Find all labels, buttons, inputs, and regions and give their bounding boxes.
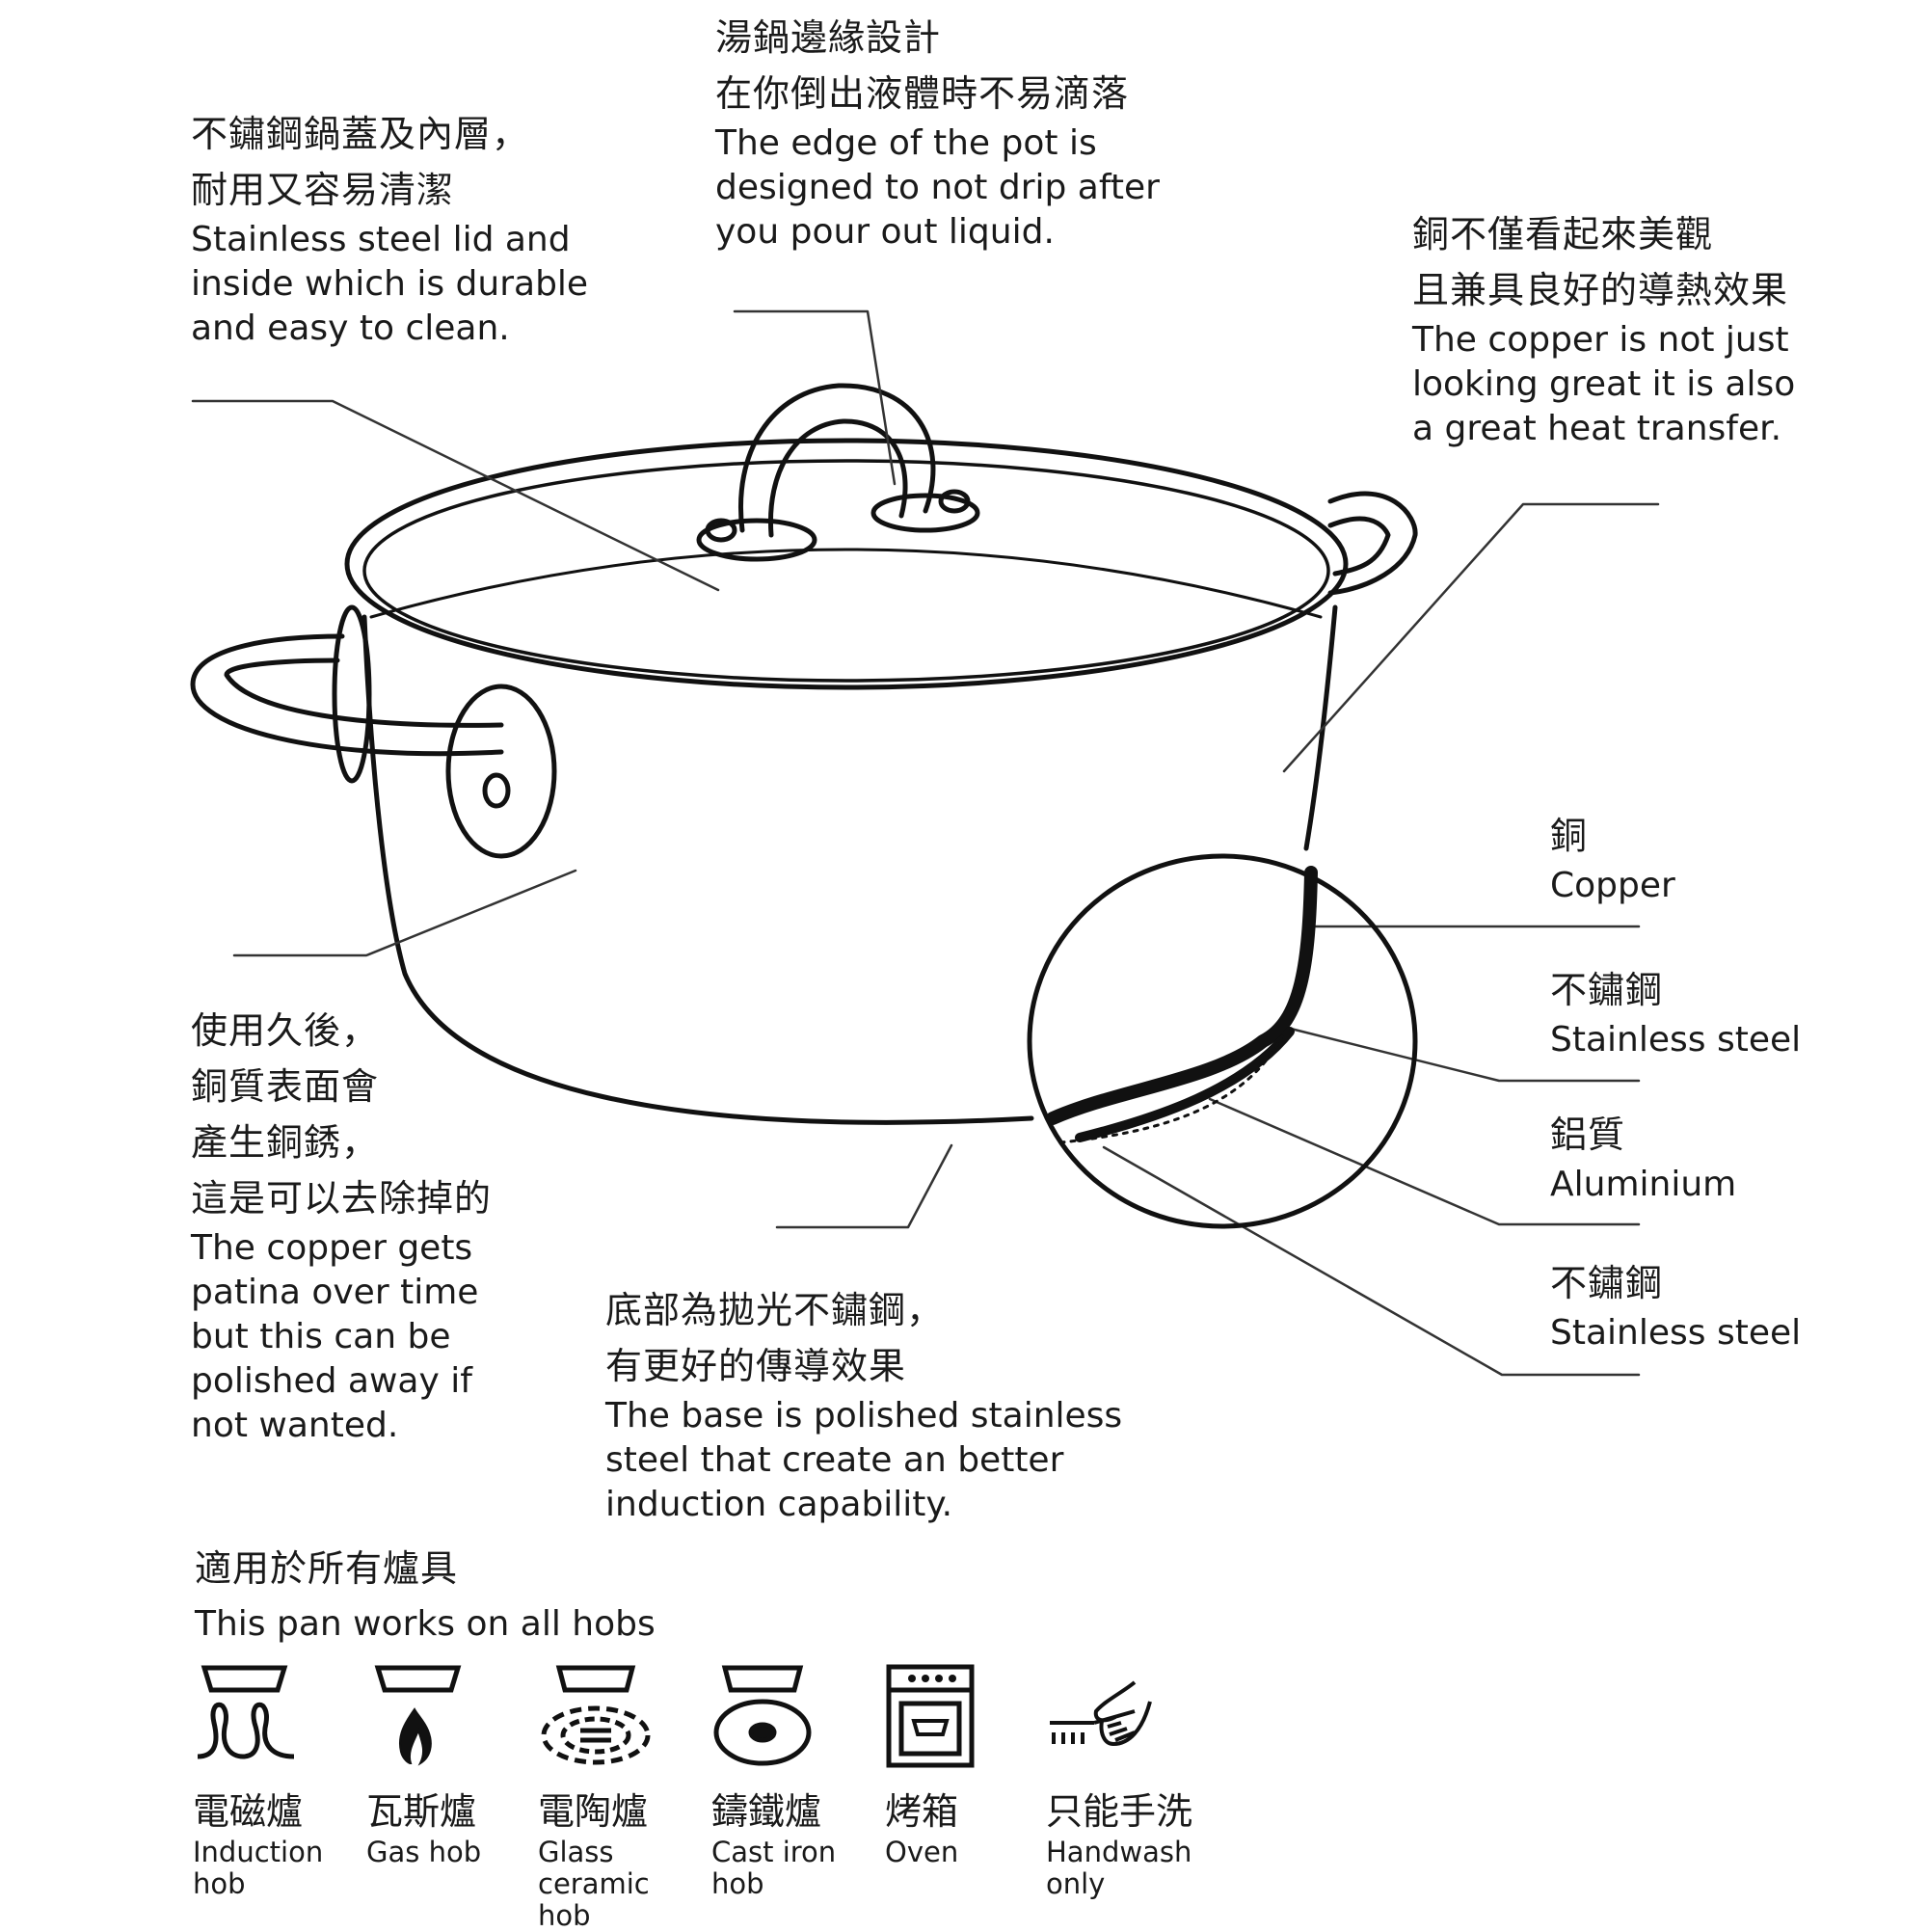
callout-patina-en-5: not wanted. [191,1406,399,1445]
callout-copper-en-2: looking great it is also [1412,364,1796,404]
hob-glass-ceramic-en-1: Glass [538,1836,614,1868]
hob-handwash-zh: 只能手洗 [1046,1790,1193,1833]
glass-ceramic-hob-icon [541,1665,651,1765]
callout-patina-zh-2: 銅質表面會 [191,1065,380,1108]
callout-rim-en-1: The edge of the pot is [715,123,1097,163]
hob-glass-ceramic-en-3: hob [538,1899,591,1932]
layer-stainless-outer-en: Stainless steel [1550,1313,1802,1353]
layer-stainless-inner: 不鏽鋼 Stainless steel [1550,962,1801,1062]
oven-icon [886,1664,975,1768]
right-side-handle [1327,491,1418,596]
layer-copper-zh: 銅 [1550,815,1589,857]
callout-patina-en-4: polished away if [191,1361,472,1401]
callout-copper: 銅不僅看起來美觀 且兼具良好的導熱效果 The copper is not ju… [1412,206,1795,451]
callout-lid-en-1: Stainless steel lid and [191,220,571,259]
callout-rim-zh-1: 湯鍋邊緣設計 [715,16,942,59]
leader-lines [191,309,1660,1377]
callout-copper-zh-1: 銅不僅看起來美觀 [1412,213,1714,255]
callout-base-en-1: The base is polished stainless [605,1396,1123,1436]
hob-cast-iron-en-2: hob [711,1867,764,1900]
callout-rim: 湯鍋邊緣設計 在你倒出液體時不易滴落 The edge of the pot i… [715,10,1160,255]
hob-induction-zh: 電磁爐 [193,1790,304,1833]
callout-base-en-3: induction capability. [605,1485,953,1524]
hob-handwash-en-1: Handwash [1046,1836,1192,1868]
callout-base-zh-2: 有更好的傳導效果 [605,1345,907,1387]
hobs-title-zh: 適用於所有爐具 [195,1547,459,1590]
handwash-icon [1050,1680,1152,1747]
hob-handwash-en-2: only [1046,1867,1106,1900]
callout-patina-zh-4: 這是可以去除掉的 [191,1177,493,1220]
layer-stainless-outer: 不鏽鋼 Stainless steel [1550,1255,1801,1355]
hob-oven: 烤箱 Oven [885,1663,1054,1868]
layers-magnifier [1027,853,1418,1229]
callout-base-zh-1: 底部為拋光不鏽鋼， [605,1289,945,1331]
callout-base: 底部為拋光不鏽鋼， 有更好的傳導效果 The base is polished … [605,1282,1122,1527]
callout-lid: 不鏽鋼鍋蓋及內層， 耐用又容易清潔 Stainless steel lid an… [191,106,588,351]
cast-iron-hob-icon [713,1665,812,1766]
hob-gas: 瓦斯爐 Gas hob [366,1663,535,1868]
gas-hob-icon [374,1665,462,1766]
hob-cast-iron-en-1: Cast iron [711,1836,837,1868]
hobs-section-title: 適用於所有爐具 This pan works on all hobs [195,1541,656,1647]
layer-aluminium-zh: 鋁質 [1550,1114,1626,1156]
callout-lid-zh-1: 不鏽鋼鍋蓋及內層， [191,113,530,155]
callout-base-en-2: steel that create an better [605,1440,1064,1480]
pot-body [344,438,1349,1125]
hob-oven-en-1: Oven [885,1836,959,1868]
layer-stainless-inner-en: Stainless steel [1550,1020,1802,1060]
layer-copper-en: Copper [1550,866,1675,905]
callout-rim-en-2: designed to not drip after [715,168,1160,207]
callout-copper-zh-2: 且兼具良好的導熱效果 [1412,269,1789,311]
layer-stainless-inner-zh: 不鏽鋼 [1550,969,1664,1011]
callout-patina-en-1: The copper gets [191,1228,473,1268]
hob-oven-zh: 烤箱 [885,1790,959,1833]
hob-glass-ceramic-en-2: ceramic [538,1867,650,1900]
hob-induction-en-1: Induction [193,1836,324,1868]
callout-patina-zh-3: 產生銅銹， [191,1121,380,1164]
hob-induction-en-2: hob [193,1867,246,1900]
callout-lid-en-2: inside which is durable [191,264,589,304]
lid-handle [696,383,980,562]
callout-copper-en-1: The copper is not just [1412,320,1789,360]
left-side-handle [190,604,557,859]
induction-hob-icon [197,1665,295,1759]
hob-glass-ceramic-zh: 電陶爐 [538,1790,649,1833]
layer-aluminium-en: Aluminium [1550,1165,1737,1204]
hob-cast-iron-zh: 鑄鐵爐 [711,1790,822,1833]
callout-copper-en-3: a great heat transfer. [1412,409,1782,448]
callout-patina-en-3: but this can be [191,1317,451,1356]
callout-lid-zh-2: 耐用又容易清潔 [191,169,455,211]
callout-rim-zh-2: 在你倒出液體時不易滴落 [715,72,1130,115]
callout-rim-en-3: you pour out liquid. [715,212,1055,252]
layer-stainless-outer-zh: 不鏽鋼 [1550,1262,1664,1304]
layer-copper: 銅 Copper [1550,808,1675,908]
hobs-title-en: This pan works on all hobs [195,1604,656,1644]
callout-patina: 使用久後， 銅質表面會 產生銅銹， 這是可以去除掉的 The copper ge… [191,1003,492,1448]
hob-gas-zh: 瓦斯爐 [366,1790,477,1833]
callout-lid-en-3: and easy to clean. [191,309,510,348]
hob-gas-en-1: Gas hob [366,1836,482,1868]
callout-patina-en-2: patina over time [191,1273,479,1312]
callout-patina-zh-1: 使用久後， [191,1009,380,1052]
layer-aluminium: 鋁質 Aluminium [1550,1107,1736,1207]
